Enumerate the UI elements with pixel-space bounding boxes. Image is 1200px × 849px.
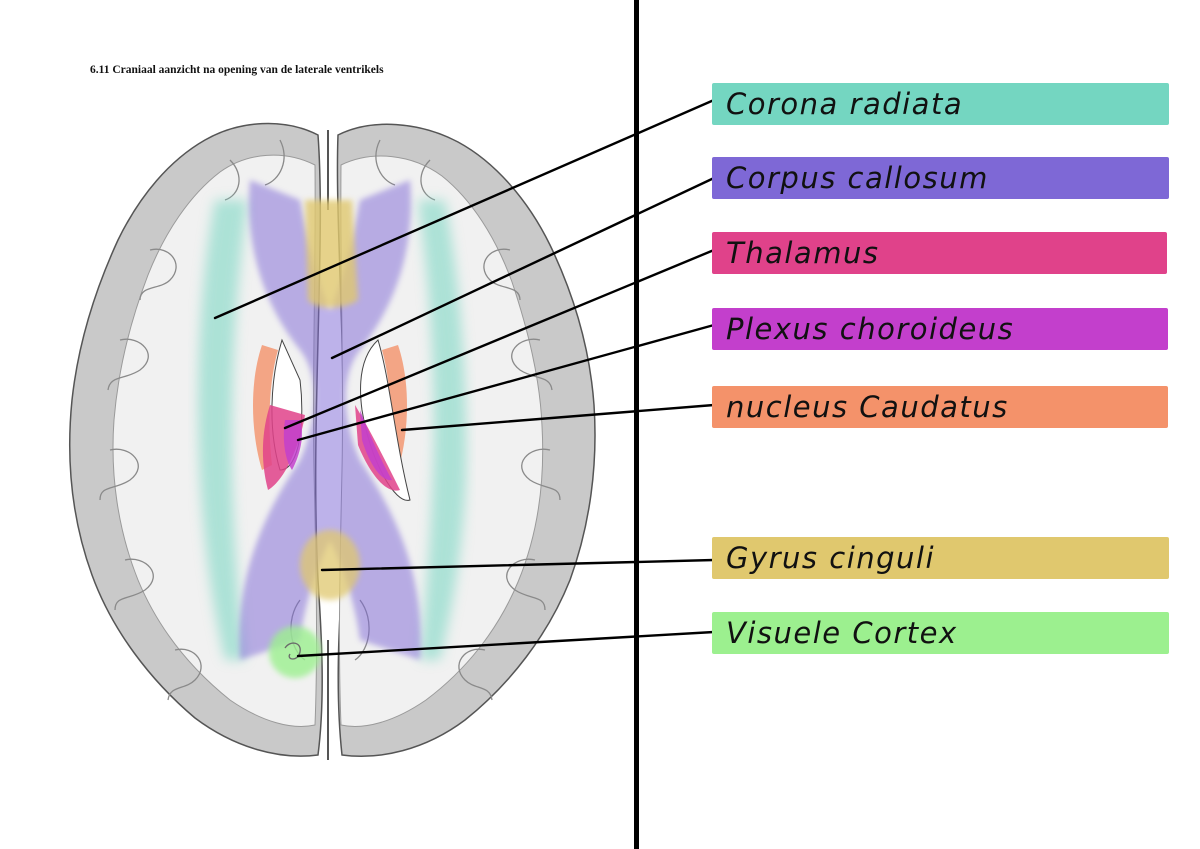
- label-gyrus-cinguli: Gyrus cinguli: [712, 537, 1169, 579]
- leader-line-plexus-choroideus: [296, 323, 716, 442]
- label-corpus-callosum: Corpus callosum: [712, 157, 1169, 199]
- corpus-callosum-region: [239, 180, 421, 660]
- label-text: Visuele Cortex: [726, 616, 958, 650]
- label-text: Corpus callosum: [726, 161, 989, 195]
- label-nucleus-caudatus: nucleus Caudatus: [712, 386, 1168, 428]
- page-title: 6.11 Craniaal aanzicht na opening van de…: [90, 64, 384, 76]
- visuele-cortex-region: [269, 626, 321, 678]
- label-corona-radiata: Corona radiata: [712, 83, 1169, 125]
- label-thalamus: Thalamus: [712, 232, 1167, 274]
- label-text: Thalamus: [726, 236, 880, 270]
- plexus-choroideus-region: [360, 410, 392, 481]
- corona-radiata-region: [418, 200, 467, 660]
- leader-line-corpus-callosum: [330, 176, 716, 360]
- leader-line-corona-radiata: [213, 98, 716, 320]
- label-visuele-cortex: Visuele Cortex: [712, 612, 1169, 654]
- leader-line-nucleus-caudatus: [400, 403, 716, 432]
- label-plexus-choroideus: Plexus choroideus: [712, 308, 1168, 350]
- gyrus-cinguli-region-back: [300, 530, 360, 600]
- structure-overlays: [198, 180, 467, 678]
- gyrus-cinguli-region-front: [305, 200, 358, 308]
- plexus-choroideus-region: [283, 420, 303, 470]
- corona-radiata-region: [198, 200, 248, 660]
- lateral-ventricle-right: [360, 339, 411, 501]
- nucleus-caudatus-region: [382, 345, 407, 470]
- label-text: nucleus Caudatus: [726, 390, 1009, 424]
- page-divider: [634, 0, 639, 849]
- label-text: Plexus choroideus: [726, 312, 1015, 346]
- label-text: Corona radiata: [726, 87, 964, 121]
- leader-line-visuele-cortex: [296, 630, 716, 658]
- leader-lines: [213, 98, 716, 658]
- label-text: Gyrus cinguli: [726, 541, 936, 575]
- leader-line-gyrus-cinguli: [320, 558, 716, 572]
- nucleus-caudatus-region: [253, 345, 278, 470]
- leader-line-thalamus: [283, 248, 716, 430]
